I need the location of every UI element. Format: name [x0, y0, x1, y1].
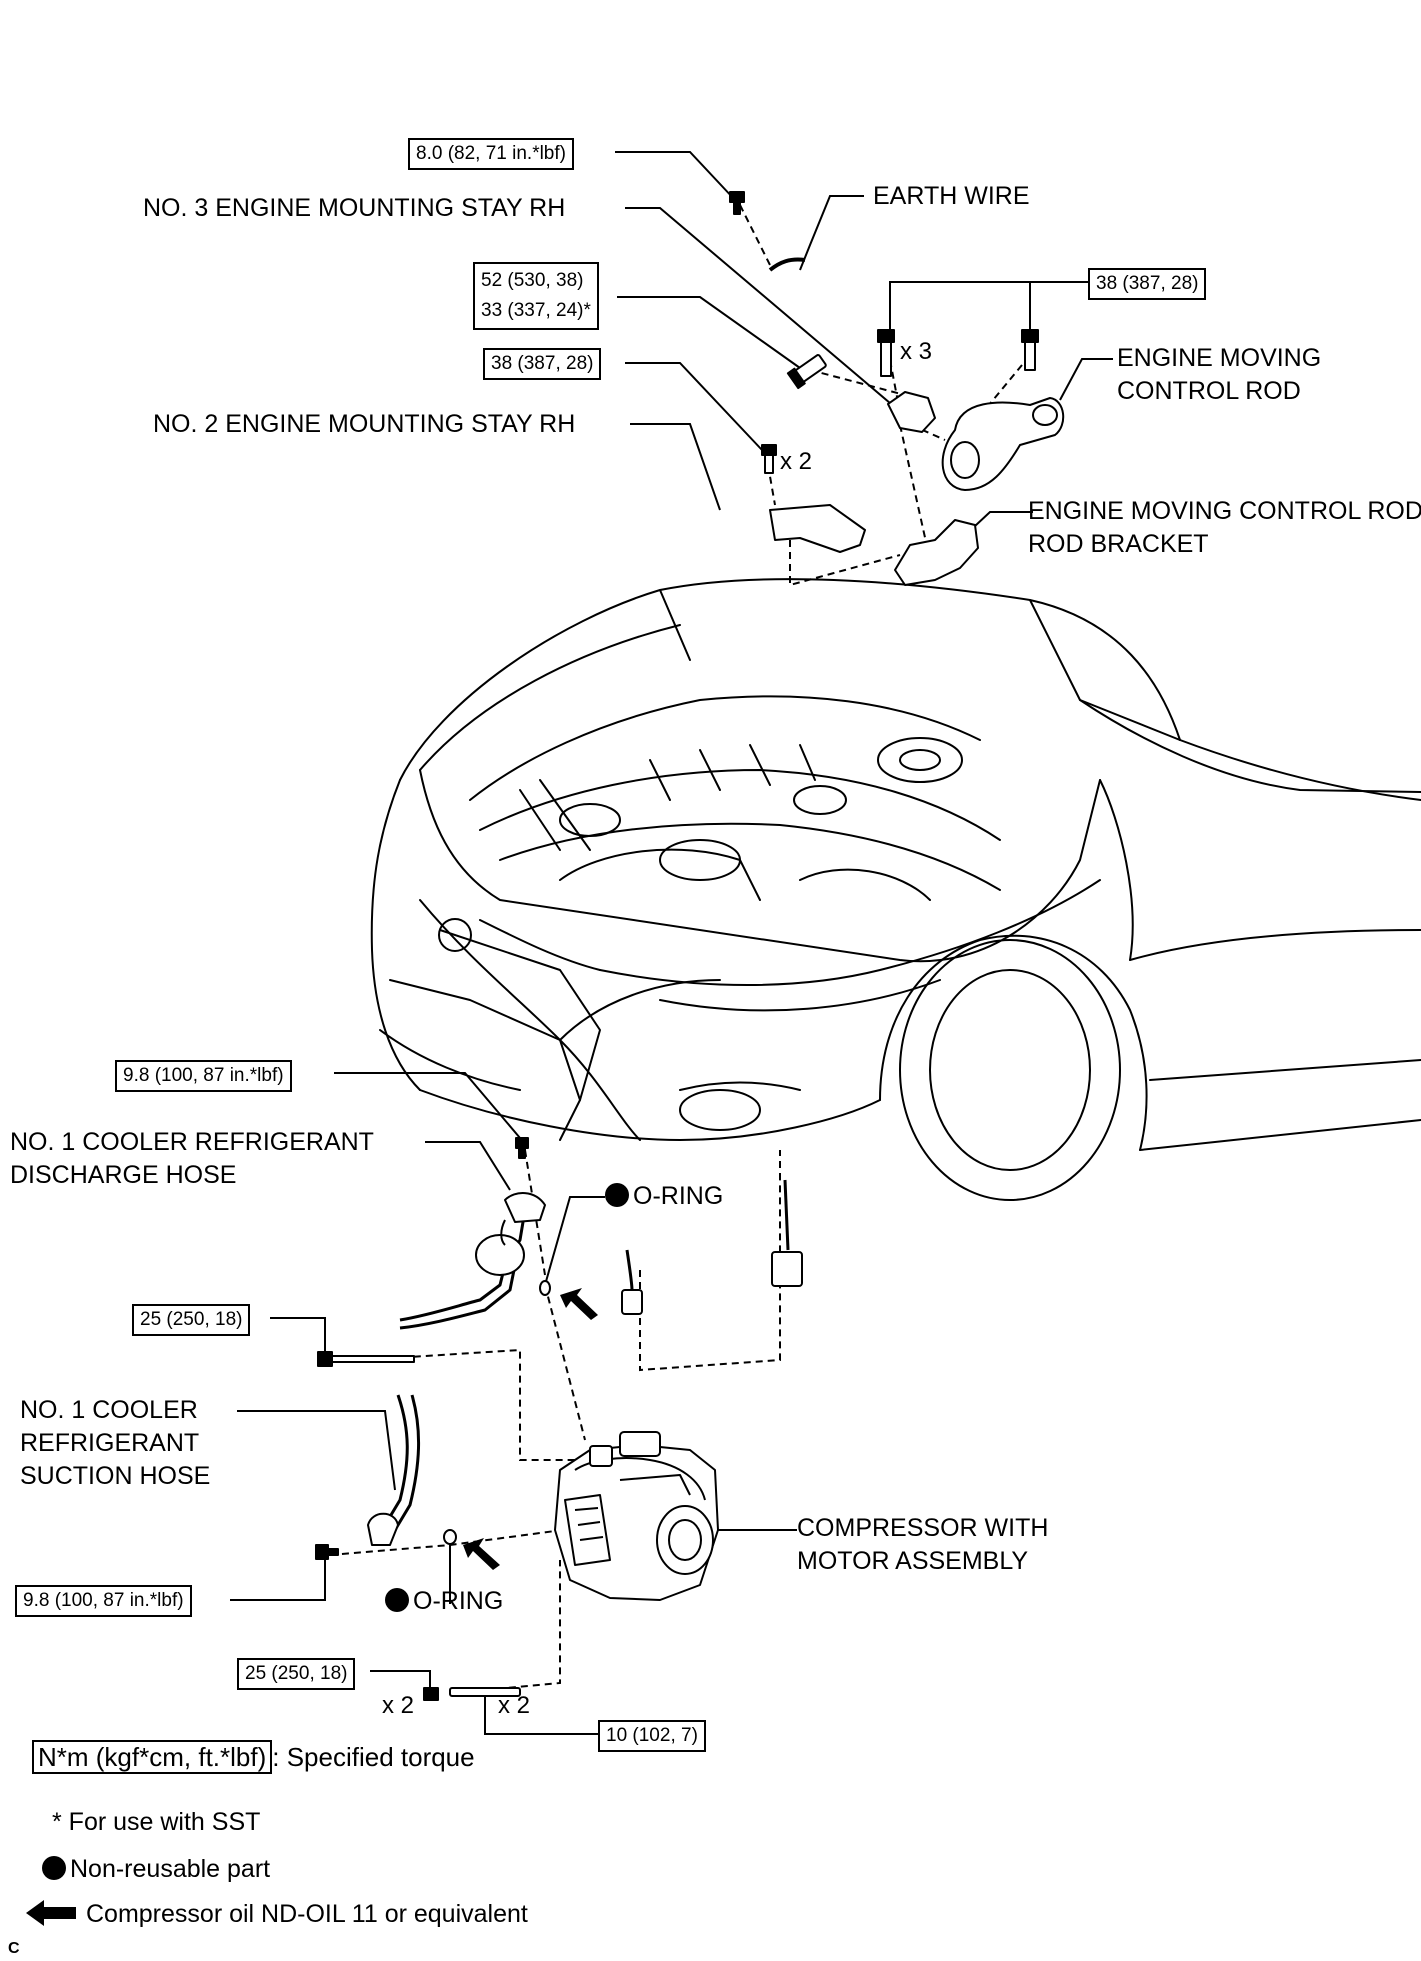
legend-non-reusable-text: Non-reusable part: [70, 1855, 271, 1883]
qty-stay2-bolts: x 2: [780, 448, 813, 475]
oil-arrow-icon: [26, 1900, 76, 1926]
no2-engine-mounting-stay: [769, 504, 866, 553]
earth-bolt: [729, 191, 745, 215]
sensor-connector-left: [621, 1249, 643, 1315]
non-reusable-dot-icon: [385, 1588, 409, 1612]
earth-wire: [768, 257, 806, 272]
oil-arrows: [463, 1288, 598, 1570]
label-suction-hose-line1: NO. 1 COOLER: [20, 1396, 198, 1424]
label-o-ring-upper: O-RING: [605, 1180, 723, 1213]
stay3-bolt: [786, 354, 827, 390]
non-reusable-dot-icon: [605, 1183, 629, 1207]
lower-o-ring: [443, 1529, 457, 1545]
label-discharge-hose-line1: NO. 1 COOLER REFRIGERANT: [10, 1128, 374, 1156]
legend-oil-text: Compressor oil ND-OIL 11 or equivalent: [86, 1900, 528, 1928]
legend-torque-unit: N*m (kgf*cm, ft.*lbf): [32, 1740, 273, 1774]
non-reusable-dot-icon: [42, 1856, 66, 1880]
label-control-rod-line1: ENGINE MOVING: [1117, 344, 1322, 372]
o-ring-lower-text: O-RING: [413, 1587, 504, 1615]
qty-studs: x 2: [498, 1692, 531, 1719]
engine-moving-control-rod: [941, 397, 1065, 491]
compressor-with-motor-assembly: [554, 1431, 719, 1601]
o-ring-upper-text: O-RING: [633, 1182, 724, 1210]
sensor-connector-right: [771, 1179, 803, 1287]
compressor-bolt-upper: [317, 1351, 415, 1367]
oil-arrow-upper-icon: [560, 1288, 598, 1320]
upper-o-ring: [539, 1280, 551, 1296]
legend-non-reusable: Non-reusable part: [42, 1855, 270, 1884]
torque-compressor-bolt-upper: 25 (250, 18): [132, 1304, 251, 1336]
discharge-hose-bolt: [515, 1137, 529, 1159]
torque-stay3-bolt-sst: 33 (337, 24)*: [481, 300, 591, 321]
vehicle-front-illustration: [370, 578, 1421, 1201]
compressor-nut: [423, 1687, 439, 1701]
suction-hose-bolt: [315, 1544, 339, 1560]
legend-sst-note: * For use with SST: [52, 1808, 261, 1836]
label-suction-hose-line2: REFRIGERANT: [20, 1429, 200, 1457]
corner-code: C: [8, 1940, 20, 1957]
label-control-rod-line2: CONTROL ROD: [1117, 377, 1301, 405]
torque-rod-bolts: 38 (387, 28): [1088, 268, 1207, 300]
label-compressor-line2: MOTOR ASSEMBLY: [797, 1547, 1029, 1575]
label-no2-engine-mounting-stay: NO. 2 ENGINE MOUNTING STAY RH: [153, 410, 576, 438]
label-no3-engine-mounting-stay: NO. 3 ENGINE MOUNTING STAY RH: [143, 194, 566, 222]
qty-rod-bolts: x 3: [900, 338, 933, 365]
legend-torque-text: : Specified torque: [272, 1742, 475, 1772]
oil-arrow-lower-icon: [463, 1538, 500, 1570]
discharge-hose: [399, 1192, 546, 1330]
torque-stay2-bolt: 38 (387, 28): [483, 348, 602, 380]
stud-bolts: [449, 1687, 521, 1697]
torque-stud-bolts: 10 (102, 7): [598, 1720, 706, 1752]
label-rod-bracket-line1: ENGINE MOVING CONTROL ROD: [1028, 497, 1421, 525]
label-rod-bracket-line2: ROD BRACKET: [1028, 530, 1209, 558]
qty-nuts: x 2: [382, 1692, 415, 1719]
engine-moving-control-rod-bracket: [894, 519, 979, 586]
no3-engine-mounting-stay: [887, 391, 936, 433]
suction-hose: [367, 1394, 421, 1546]
label-earth-wire: EARTH WIRE: [873, 182, 1030, 210]
label-suction-hose-line3: SUCTION HOSE: [20, 1462, 211, 1490]
label-discharge-hose-line2: DISCHARGE HOSE: [10, 1161, 237, 1189]
torque-suction-bolt: 9.8 (100, 87 in.*lbf): [15, 1585, 192, 1617]
parts: [315, 191, 1065, 1701]
legend-torque: N*m (kgf*cm, ft.*lbf): Specified torque: [32, 1740, 475, 1774]
label-o-ring-lower: O-RING: [385, 1585, 503, 1618]
torque-discharge-bolt: 9.8 (100, 87 in.*lbf): [115, 1060, 292, 1092]
torque-earth-bolt: 8.0 (82, 71 in.*lbf): [408, 138, 574, 170]
legend-oil: Compressor oil ND-OIL 11 or equivalent: [26, 1900, 528, 1929]
rod-bolts: [877, 329, 1039, 377]
torque-stay3-bolt: 52 (530, 38) 33 (337, 24)*: [473, 262, 599, 330]
stay2-bolt: [761, 444, 777, 474]
label-compressor-line1: COMPRESSOR WITH: [797, 1514, 1049, 1542]
torque-compressor-bolt-lower: 25 (250, 18): [237, 1658, 356, 1690]
torque-stay3-bolt-std: 52 (530, 38): [481, 270, 584, 291]
